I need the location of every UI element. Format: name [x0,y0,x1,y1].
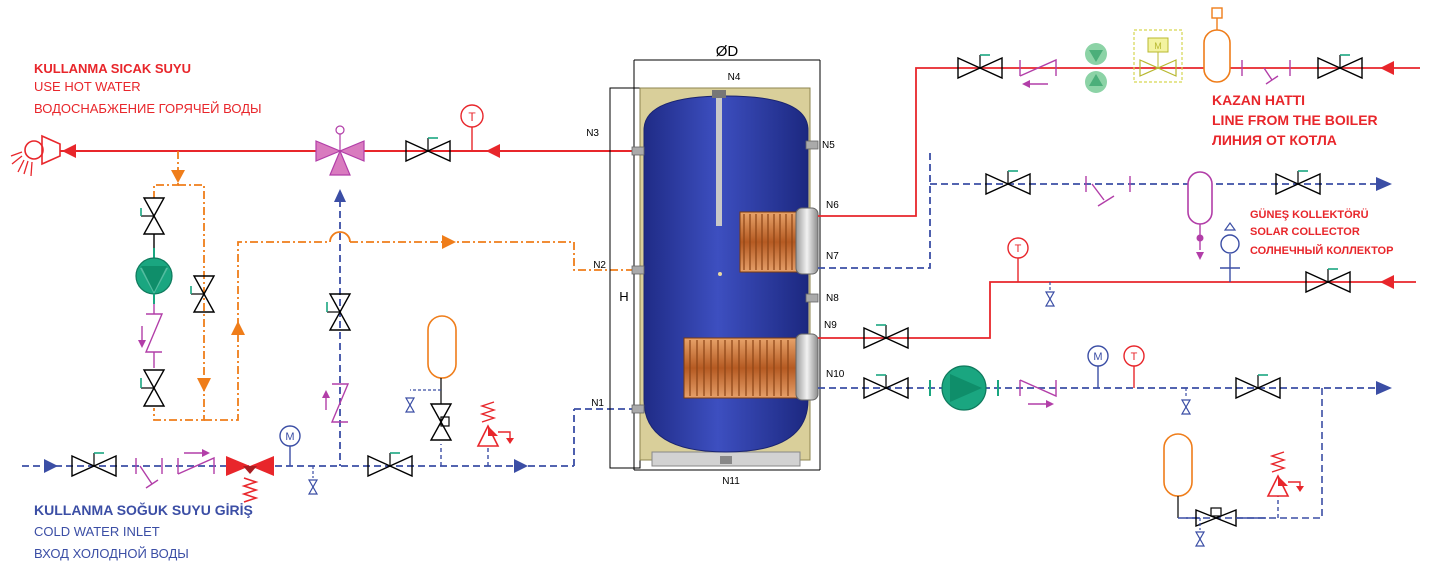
shower-icon [10,134,61,177]
cold-water-en: COLD WATER INLET [34,524,160,539]
drain-valve-icon [307,466,319,495]
motor-label: M [1154,41,1162,51]
diameter-label: ØD [716,43,739,60]
drain-valve-icon [1044,282,1056,307]
air-separator-icon [1187,171,1213,260]
check-valve-icon [1019,58,1057,88]
cold-water-label-group: KULLANMA SOĞUK SUYU GİRİŞ COLD WATER INL… [34,501,253,561]
solar-ru: СОЛНЕЧНЫЙ КОЛЛЕКТОР [1250,244,1393,257]
cold-branch-line [334,189,346,466]
line-crossover [329,231,351,243]
pressure-reducer-icon [226,456,274,503]
gate-valve-icon [957,54,1003,80]
boiler-en: LINE FROM THE BOILER [1212,112,1378,128]
expansion-vessel-icon [404,315,457,466]
upper-heating-coil [739,207,819,275]
cold-water-ru: ВХОД ХОЛОДНОЙ ВОДЫ [34,546,189,561]
solar-label-group: GÜNEŞ KOLLEKTÖRÜ SOLAR COLLECTOR СОЛНЕЧН… [1250,208,1393,257]
flow-arrow [231,321,245,335]
solar-en: SOLAR COLLECTOR [1250,226,1360,238]
height-label: H [619,289,628,304]
gate-valve-icon [367,452,413,478]
gate-valve-icon [71,452,117,478]
solar-thermometer-label: T [1015,243,1022,255]
recirculation-loop [153,151,634,421]
three-way-valve-icon [315,125,365,176]
hot-water-en: USE HOT WATER [34,79,141,94]
gate-valve-icon [326,293,352,331]
thermometer-icon: T [1123,345,1145,388]
solar-title: GÜNEŞ KOLLEKTÖRÜ [1250,208,1369,221]
boiler-title: KAZAN HATTI [1212,92,1305,108]
check-valve-icon [138,304,164,368]
hot-water-label-group: KULLANMA SICAK SUYU USE HOT WATER ВОДОСН… [34,61,262,116]
pump-icon [135,248,173,304]
drain-valve-icon [1180,388,1192,415]
thermometer-icon: T [1007,237,1029,282]
nozzle-label-n9: N9 [824,320,837,331]
manometer-icon: M [279,425,301,466]
thermometer-label: T [468,110,476,124]
twin-pump-icon [1085,43,1107,93]
hot-water-title: KULLANMA SICAK SUYU [34,61,191,76]
gate-valve-icon [863,374,909,400]
flow-arrow [442,235,456,249]
flow-arrow [171,170,185,183]
solar-manometer-label: M [1093,351,1102,363]
solar-return-line [818,381,1392,519]
solar-supply-line [818,275,1416,339]
gate-valve-icon [1235,374,1281,400]
strainer-icon [1241,60,1291,85]
cold-water-line [22,408,634,473]
gate-valve-icon [405,137,451,163]
nozzle-label-n6: N6 [826,200,839,211]
safety-valve-icon [1266,451,1304,518]
nozzle-label-n2: N2 [593,260,606,271]
gate-valve-icon [863,324,909,350]
check-valve-icon [177,449,215,475]
air-separator-icon [1203,7,1231,83]
safety-valve-icon [476,401,514,466]
boiler-return-line [818,152,1392,269]
nozzle-label-n8: N8 [826,293,839,304]
pump-icon [929,365,999,411]
cold-water-title: KULLANMA SOĞUK SUYU GİRİŞ [34,501,253,518]
nozzle-label-n7: N7 [826,251,839,262]
boiler-ru: ЛИНИЯ ОТ КОТЛА [1212,132,1337,148]
strainer-icon [135,458,163,489]
thermometer-icon: T [460,104,484,151]
check-valve-icon [1019,379,1057,408]
gate-valve-icon [140,369,166,407]
manometer-label: M [285,431,294,443]
manometer-icon: M [1087,345,1109,388]
boiler-label-group: KAZAN HATTI LINE FROM THE BOILER ЛИНИЯ О… [1212,92,1378,148]
motorized-valve-icon: M [1133,29,1183,83]
expansion-vessel-icon [1163,433,1266,547]
gate-valve-icon [1275,170,1321,196]
nozzle-label-n3: N3 [586,128,599,139]
manometer-icon [1220,221,1240,282]
strainer-icon [1085,176,1131,207]
hot-water-ru: ВОДОСНАБЖЕНИЕ ГОРЯЧЕЙ ВОДЫ [34,101,262,116]
nozzle-label-n4: N4 [728,72,741,83]
boiler-line [818,61,1420,217]
storage-tank [609,59,821,471]
gate-valve-icon [190,275,216,313]
solar-return-thermometer-label: T [1131,351,1138,363]
gate-valve-icon [140,197,166,248]
gate-valve-icon [985,170,1031,196]
lower-heating-coil [683,333,819,401]
gate-valve-icon [1317,54,1363,80]
nozzle-label-n1: N1 [591,398,604,409]
nozzle-label-n11: N11 [722,476,740,487]
check-valve-icon [322,383,350,423]
nozzle-label-n5: N5 [822,140,835,151]
gate-valve-icon [1305,268,1351,294]
nozzle-label-n10: N10 [826,369,845,380]
flow-arrow [197,378,211,392]
